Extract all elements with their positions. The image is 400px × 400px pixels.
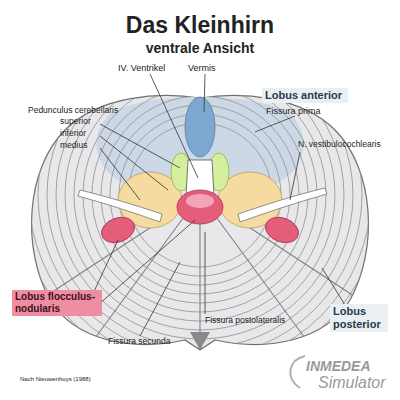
part-name: IV. Ventrikel xyxy=(118,63,165,73)
notch xyxy=(190,332,210,350)
vermis xyxy=(185,97,215,157)
part-name: superior xyxy=(60,117,91,127)
part-name: Vermis xyxy=(188,63,216,73)
part-name: Fissura postolateralis xyxy=(205,316,285,326)
leader-lines xyxy=(90,74,345,336)
nodulus xyxy=(177,190,223,224)
lobe-name: Lobus anterior xyxy=(265,89,345,102)
title: Das Kleinhirn xyxy=(0,12,400,38)
part-name: Fissura prima xyxy=(266,106,321,116)
flocculus xyxy=(262,213,302,247)
source-note: Nach Nieuwenhuys (1988) xyxy=(20,376,91,383)
flocculus xyxy=(98,213,138,247)
lobe-box: Lobus anterior xyxy=(262,88,348,103)
part-name: Fissura secunda xyxy=(108,337,170,347)
folia xyxy=(2,0,398,393)
part-name: Pedunculus cerebellaris xyxy=(28,106,118,116)
lobe-name: Lobus posterior xyxy=(333,305,385,331)
watermark-logo xyxy=(290,356,305,388)
nerve xyxy=(238,188,327,222)
part-name: medius xyxy=(60,141,87,151)
subtitle: ventrale Ansicht xyxy=(0,40,400,56)
watermark: INMEDEA xyxy=(306,358,371,374)
lobe-box: Lobus flocculus-nodularis xyxy=(12,290,102,316)
watermark: Simulator xyxy=(318,374,386,392)
part-name: inferior xyxy=(60,129,86,139)
nodulus-highlight xyxy=(186,194,214,208)
lobe-box: Lobus posterior xyxy=(330,304,388,332)
part-name: N. vestibulocochlearis xyxy=(298,140,381,150)
lobe-name: Lobus flocculus-nodularis xyxy=(15,291,99,315)
